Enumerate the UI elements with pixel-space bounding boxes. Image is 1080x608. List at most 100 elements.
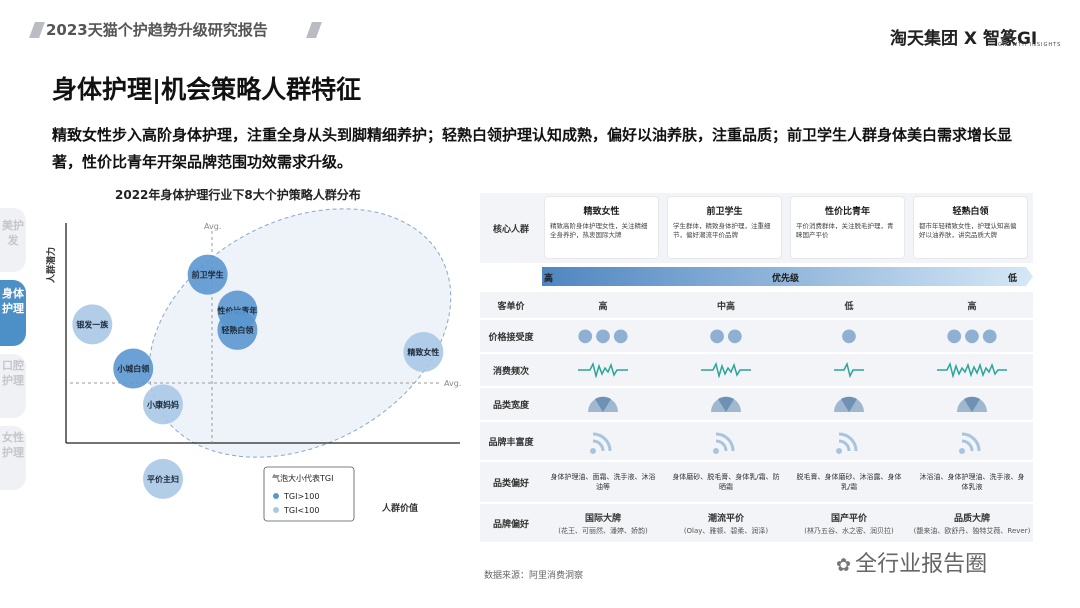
- legend-swatch-tgi-high: [273, 493, 279, 499]
- bubble-label: 平价主妇: [147, 474, 179, 484]
- money-bag-icons: ●●●: [911, 320, 1033, 352]
- brand-pref-examples: (花王、可丽然、潘婷、娇韵): [558, 526, 648, 535]
- sidebar: 美护发 身体护理 口腔护理 女性护理: [0, 208, 27, 498]
- bubble-chart: Avg. Avg. 人群潜力 人群价值 前卫学生性价比青年轻熟白领精致女性银发一…: [45, 208, 461, 522]
- bubble: [143, 384, 183, 425]
- sidebar-tab-label: 女性护理: [2, 431, 24, 459]
- data-source: 数据来源：阿里消费洞察: [484, 571, 584, 581]
- price-value: 低: [844, 301, 854, 312]
- brand-subtitle: GROWTH INSIGHTS: [998, 42, 1062, 48]
- bubble-label: 精致女性: [407, 347, 439, 357]
- money-bag-icon: ●: [727, 325, 743, 346]
- sidebar-tab-oral-care[interactable]: 口腔护理: [0, 354, 26, 418]
- brand-pref-examples: (林乃五谷、水之密、润贝拉): [804, 526, 894, 535]
- persona-desc: 精致高阶身体护理女性，关注精细全身养护，热衷国际大牌: [550, 222, 648, 239]
- sidebar-tab-label: 口腔护理: [2, 359, 24, 387]
- money-bag-icon: ●: [612, 325, 629, 346]
- brand-pref-cell: 品质大牌 (馥来油、欧舒丹、独特艾薇、Rever): [911, 504, 1033, 542]
- x-axis-label: 人群价值: [381, 502, 418, 514]
- persona-name: 精致女性: [583, 207, 620, 217]
- bubble-label: 银发一族: [75, 319, 109, 329]
- price-value: 高: [967, 301, 977, 312]
- bubble: [403, 331, 444, 372]
- price-value: 高: [598, 301, 608, 312]
- brand-pref-name: 潮流平价: [707, 513, 744, 524]
- bubble-label: 轻熟白领: [221, 325, 253, 335]
- legend-title: 气泡大小代表TGI: [272, 473, 333, 483]
- sidebar-tab-label: 身体护理: [2, 287, 24, 315]
- money-bag-icon: ●: [577, 325, 594, 346]
- brand-pref-cell: 潮流平价 (Olay、雅顿、碧柔、润泽): [665, 504, 787, 542]
- row-breadth: 品类宽度: [480, 388, 1033, 420]
- category-pref-text: 身体护理油、面霜、洗手液、沐浴油等: [550, 473, 656, 491]
- money-bag-icon: ●: [981, 325, 998, 346]
- row-price: 客单价 高 中高 低 高: [480, 292, 1033, 318]
- brand-pref-name: 国产平价: [830, 513, 867, 524]
- summary-text: 精致女性步入高阶身体护理，注重全身从头到脚精细养护；轻熟白领护理认知成熟，偏好以…: [52, 126, 1013, 171]
- money-bag-icon: ●: [964, 325, 980, 346]
- brand-pref-name: 品质大牌: [953, 513, 990, 524]
- y-axis-label: 人群潜力: [45, 247, 57, 284]
- priority-label: 优先级: [772, 274, 800, 284]
- brand-pref-examples: (Olay、雅顿、碧柔、润泽): [683, 526, 769, 535]
- sidebar-tab-hair-care[interactable]: 美护发: [0, 208, 26, 272]
- money-bag-icon: ●: [595, 325, 611, 346]
- persona-name: 轻熟白领: [952, 207, 989, 217]
- sidebar-tab-label: 美护发: [2, 219, 24, 247]
- row-frequency: 消费频次: [480, 354, 1033, 386]
- priority-low-label: 低: [1008, 274, 1018, 284]
- persona-card-avant-garde-students: 前卫学生 学生群体，精致身体护理，注重细节，偏好潮流平价品牌: [667, 196, 782, 259]
- signal-icon: [788, 422, 910, 460]
- bubble-label: 小城白领: [116, 364, 149, 374]
- brand-pref-cell: 国际大牌 (花王、可丽然、潘婷、娇韵): [542, 504, 664, 542]
- persona-desc: 平价消费群体，关注脱毛护理，青睐国产平价: [796, 222, 894, 239]
- heartbeat-icon: [911, 354, 1033, 386]
- category-pref-text: 沐浴油、身体护理油、洗手液、身体乳液: [919, 473, 1025, 491]
- row-label-brand-pref: 品牌偏好: [492, 519, 529, 530]
- report-title: 2023天猫个护趋势升级研究报告: [46, 21, 268, 39]
- row-label-frequency: 消费频次: [492, 366, 529, 377]
- legend-label-tgi-low: TGI<100: [283, 506, 319, 515]
- decor-slash-right: [306, 22, 322, 38]
- persona-name: 前卫学生: [706, 207, 743, 217]
- legend: 气泡大小代表TGI TGI>100 TGI<100: [263, 466, 355, 522]
- bubble: [143, 458, 183, 499]
- legend-box: [263, 466, 355, 522]
- legend-swatch-tgi-low: [273, 507, 279, 513]
- bubble: [113, 348, 154, 389]
- money-bag-icon: ●: [709, 325, 725, 346]
- row-category-pref: 品类偏好 身体护理油、面霜、洗手液、沐浴油等 身体磨砂、脱毛膏、身体乳/霜、防晒…: [480, 462, 1033, 502]
- money-bag-icon: ●: [946, 325, 963, 346]
- bubble-group: 前卫学生性价比青年轻熟白领精致女性银发一族小城白领小康妈妈平价主妇: [72, 254, 444, 499]
- row-label-breadth: 品类宽度: [492, 400, 529, 411]
- page-title: 身体护理|机会策略人群特征: [52, 75, 362, 104]
- money-bag-icons: ●●●: [542, 320, 664, 352]
- category-pref-text: 脱毛膏、身体磨砂、沐浴露、身体乳/霜: [796, 473, 902, 491]
- sidebar-tab-feminine-care[interactable]: 女性护理: [0, 426, 26, 490]
- row-brand-pref: 品牌偏好 国际大牌 (花王、可丽然、潘婷、娇韵) 潮流平价 (Olay、雅顿、碧…: [480, 504, 1033, 542]
- sidebar-tab-body-care[interactable]: 身体护理: [0, 280, 26, 346]
- row-acceptance: 价格接受度 ●●● ●● ● ●●●: [480, 320, 1033, 352]
- gauge-icon: [542, 388, 664, 420]
- row-label-price: 客单价: [497, 301, 525, 312]
- signal-icon: [542, 422, 664, 460]
- watermark-text: 全行业报告圈: [855, 552, 988, 577]
- row-label-persona: 核心人群: [492, 224, 529, 235]
- row-persona: 核心人群 精致女性 精致高阶身体护理女性，关注精细全身养护，热衷国际大牌 前卫学…: [480, 193, 1033, 263]
- persona-table: 核心人群 精致女性 精致高阶身体护理女性，关注精细全身养护，热衷国际大牌 前卫学…: [480, 193, 1033, 544]
- heartbeat-icon: [788, 354, 910, 386]
- persona-name: 性价比青年: [824, 207, 870, 217]
- price-value: 中高: [716, 301, 735, 312]
- x-avg-label: Avg.: [204, 222, 221, 231]
- row-richness: 品牌丰富度: [480, 422, 1033, 460]
- category-pref-text: 身体磨砂、脱毛膏、身体乳/霜、防晒霜: [672, 473, 780, 491]
- wechat-icon: ✿: [836, 555, 852, 576]
- brand-pref-name: 国际大牌: [584, 513, 621, 524]
- money-bag-icon: ●: [841, 325, 857, 346]
- priority-high-label: 高: [544, 274, 554, 284]
- row-label-category-pref: 品类偏好: [492, 478, 529, 489]
- watermark: ✿全行业报告圈: [836, 546, 987, 578]
- money-bag-icons: ●●: [665, 320, 787, 352]
- heartbeat-icon: [542, 354, 664, 386]
- bubble: [217, 309, 258, 350]
